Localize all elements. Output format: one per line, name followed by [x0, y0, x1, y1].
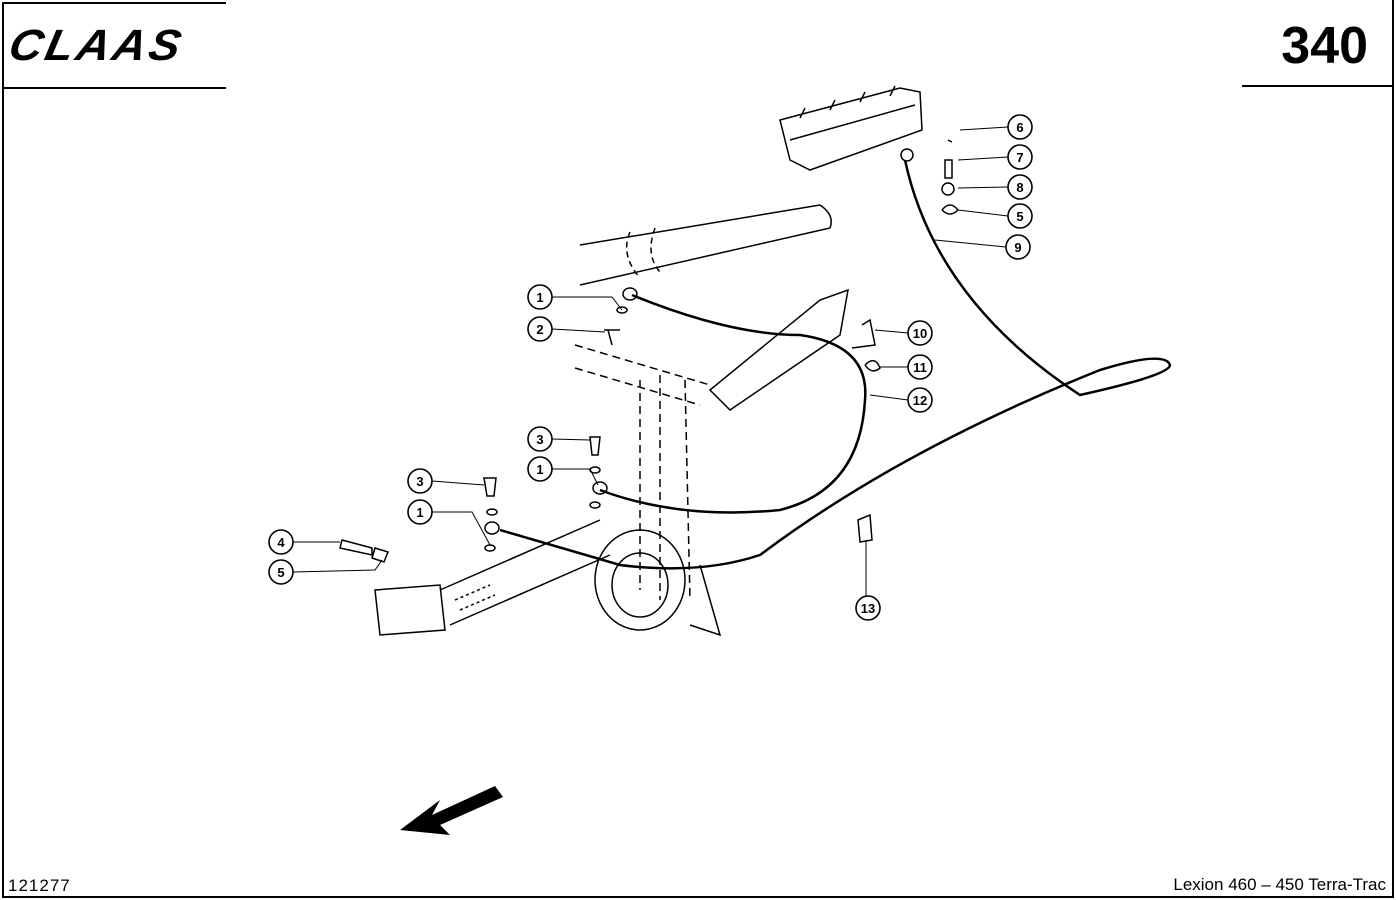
lower-cylinder [374, 519, 686, 636]
model-name: Lexion 460 – 450 Terra-Trac [1173, 875, 1386, 894]
part-callout-8: 8 [1007, 174, 1033, 200]
part-callout-3: 3 [527, 426, 553, 452]
hoses [499, 159, 1172, 570]
callout-circle [907, 320, 933, 346]
callout-label: 1 [416, 505, 423, 520]
callout-circle [907, 354, 933, 380]
callout-label: 4 [277, 535, 285, 550]
header-rule-left [2, 87, 226, 89]
callout-label: 1 [536, 462, 543, 477]
part-callout-11: 11 [907, 354, 933, 380]
part-callout-7: 7 [1007, 144, 1033, 170]
fittings [339, 139, 960, 563]
callout-label: 3 [416, 474, 423, 489]
callout-label: 10 [913, 326, 927, 341]
callout-label: 5 [277, 565, 284, 580]
part-callout-12: 12 [907, 387, 933, 413]
callout-label: 7 [1016, 150, 1023, 165]
callout-circle [527, 426, 553, 452]
drawing-number: 121277 [8, 876, 71, 895]
part-callout-9: 9 [1005, 234, 1031, 260]
part-callout-5: 5 [268, 559, 294, 585]
callout-circle [1007, 174, 1033, 200]
callout-circle [527, 456, 553, 482]
frame-border-bottom [2, 896, 1394, 898]
part-callout-1: 1 [527, 284, 553, 310]
callout-label: 6 [1016, 120, 1023, 135]
frame-arm [574, 288, 849, 637]
callout-label: 13 [861, 601, 875, 616]
callout-label: 9 [1014, 240, 1021, 255]
direction-arrow [400, 786, 503, 835]
part-callout-1: 1 [527, 456, 553, 482]
part-callout-5: 5 [1007, 203, 1033, 229]
callout-label: 3 [536, 432, 543, 447]
part-callout-3: 3 [407, 468, 433, 494]
callout-circle [527, 316, 553, 342]
valve-block [779, 85, 923, 171]
frame-border-right [1392, 0, 1394, 898]
callout-circle [268, 529, 294, 555]
callout-circle [407, 499, 433, 525]
part-callout-10: 10 [907, 320, 933, 346]
frame-border-left [2, 4, 4, 898]
callout-circle [1005, 234, 1031, 260]
callout-circle [1007, 144, 1033, 170]
callout-circle [407, 468, 433, 494]
callout-circle [855, 595, 881, 621]
upper-tube [579, 204, 832, 286]
part-callout-4: 4 [268, 529, 294, 555]
callout-label: 11 [913, 360, 927, 375]
part-callout-1: 1 [407, 499, 433, 525]
part-callout-2: 2 [527, 316, 553, 342]
callout-circle [1007, 114, 1033, 140]
callout-label: 8 [1016, 180, 1023, 195]
callout-circle [1007, 203, 1033, 229]
leader-lines [292, 126, 1009, 596]
callout-circle [268, 559, 294, 585]
frame-border-top [2, 2, 226, 4]
part-callout-13: 13 [855, 595, 881, 621]
callout-label: 1 [536, 290, 543, 305]
callout-label: 12 [913, 393, 927, 408]
header-rule-right [1242, 85, 1394, 87]
page-number: 340 [1281, 17, 1368, 75]
part-callout-6: 6 [1007, 114, 1033, 140]
callout-label: 5 [1016, 209, 1023, 224]
callout-circle [527, 284, 553, 310]
callout-circle [907, 387, 933, 413]
callout-label: 2 [536, 322, 543, 337]
